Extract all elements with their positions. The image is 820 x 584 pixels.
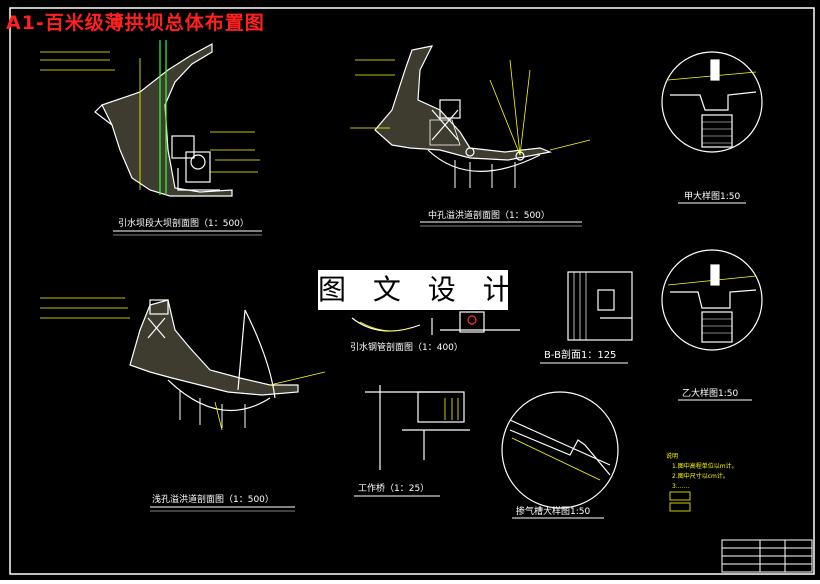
shallow-outlet-section-drawing	[40, 297, 326, 512]
detail-yi-caption: 乙大样图1:50	[682, 387, 738, 399]
work-bridge-caption: 工作桥（1：25）	[358, 482, 429, 494]
intake-dam-section-drawing	[40, 40, 262, 236]
general-notes: 说明 1.图中高程单位以m计。 2.图中尺寸以cm计。 3.……	[666, 452, 738, 490]
middle-outlet-section-drawing	[350, 45, 591, 227]
legend-swatch-1	[669, 491, 691, 501]
penstock-section-drawing	[351, 311, 520, 335]
section-bb-drawing	[540, 271, 633, 364]
notes-heading: 说明	[666, 452, 678, 460]
shallow-outlet-caption: 浅孔溢洪道剖面图（1：500）	[152, 493, 274, 505]
section-bb-caption: B-B剖面1：125	[544, 348, 616, 361]
detail-jia-caption: 甲大样图1:50	[684, 190, 740, 202]
watermark-label: 图 文 设 计	[318, 270, 511, 310]
notes-item-1: 1.图中高程单位以m计。	[672, 462, 738, 470]
work-bridge-drawing	[354, 385, 470, 497]
detail-jia-drawing	[661, 51, 763, 204]
legend-swatch-2	[669, 502, 691, 512]
notes-item-2: 2.图中尺寸以cm计。	[672, 472, 729, 480]
sheet-border	[9, 7, 815, 575]
page-title: A1-百米级薄拱坝总体布置图	[6, 12, 265, 34]
notes-item-3: 3.……	[672, 483, 690, 490]
penstock-caption: 引水钢管剖面图（1：400）	[350, 341, 463, 353]
detail-yi-drawing	[661, 249, 763, 401]
aeration-slot-detail-drawing	[501, 391, 619, 519]
aeration-slot-caption: 掺气槽大样图1:50	[516, 505, 590, 517]
intake-section-caption: 引水坝段大坝剖面图（1：500）	[118, 217, 249, 229]
middle-outlet-caption: 中孔溢洪道剖面图（1：500）	[428, 209, 550, 221]
title-block	[721, 539, 813, 573]
